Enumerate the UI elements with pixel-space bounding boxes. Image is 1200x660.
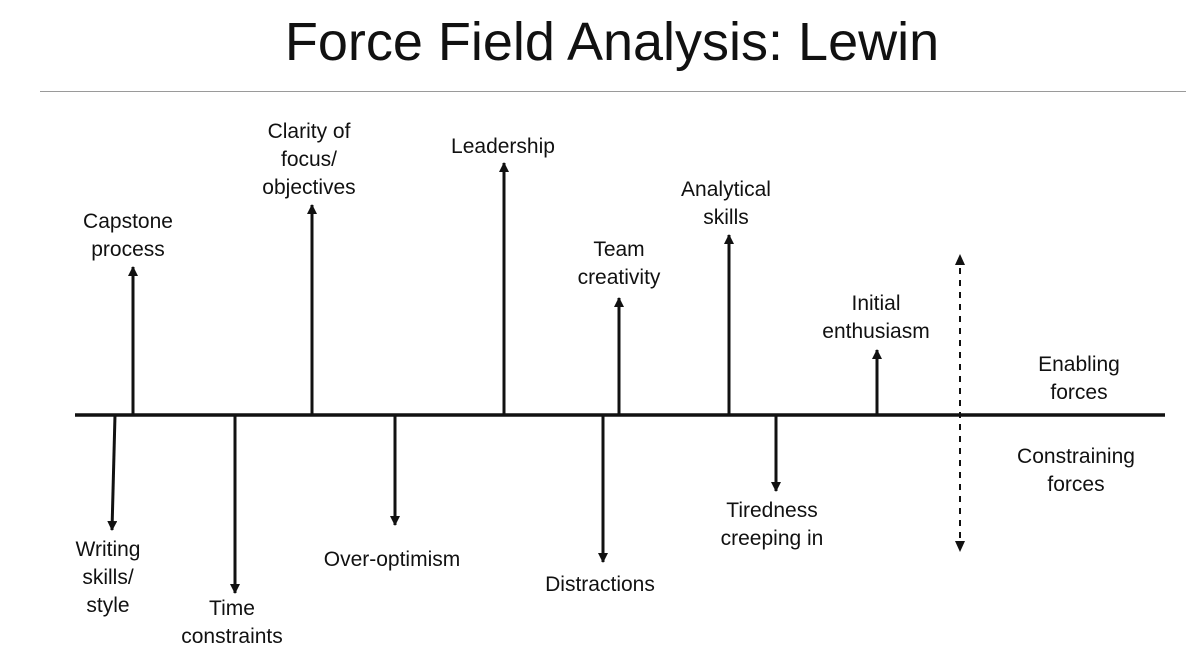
label-capstone-process: Capstone process xyxy=(83,210,173,261)
title-divider xyxy=(40,91,1186,92)
label-analytical-skills: Analytical skills xyxy=(681,178,771,229)
arrow-writing-skills xyxy=(107,414,118,531)
page-title: Force Field Analysis: Lewin xyxy=(284,12,940,72)
label-team-creativity: Team creativity xyxy=(577,238,661,289)
label-leadership: Leadership xyxy=(451,135,555,158)
label-clarity-of-focus: Clarity of focus/ objectives xyxy=(262,120,356,199)
label-distractions: Distractions xyxy=(545,573,655,596)
label-initial-enthusiasm: Initial enthusiasm xyxy=(822,292,930,343)
label-over-optimism: Over-optimism xyxy=(323,548,461,571)
label-tiredness: Tiredness creeping in xyxy=(720,499,824,550)
label-time-constraints: Time constraints xyxy=(181,597,283,648)
legend-enabling-forces: Enabling forces xyxy=(1038,353,1120,404)
dashed-divider-bottom-arrow xyxy=(955,541,965,552)
label-writing-skills: Writing skills/ style xyxy=(75,538,141,617)
legend-constraining-forces: Constraining forces xyxy=(1017,445,1135,496)
dashed-divider-top-arrow xyxy=(955,254,965,265)
